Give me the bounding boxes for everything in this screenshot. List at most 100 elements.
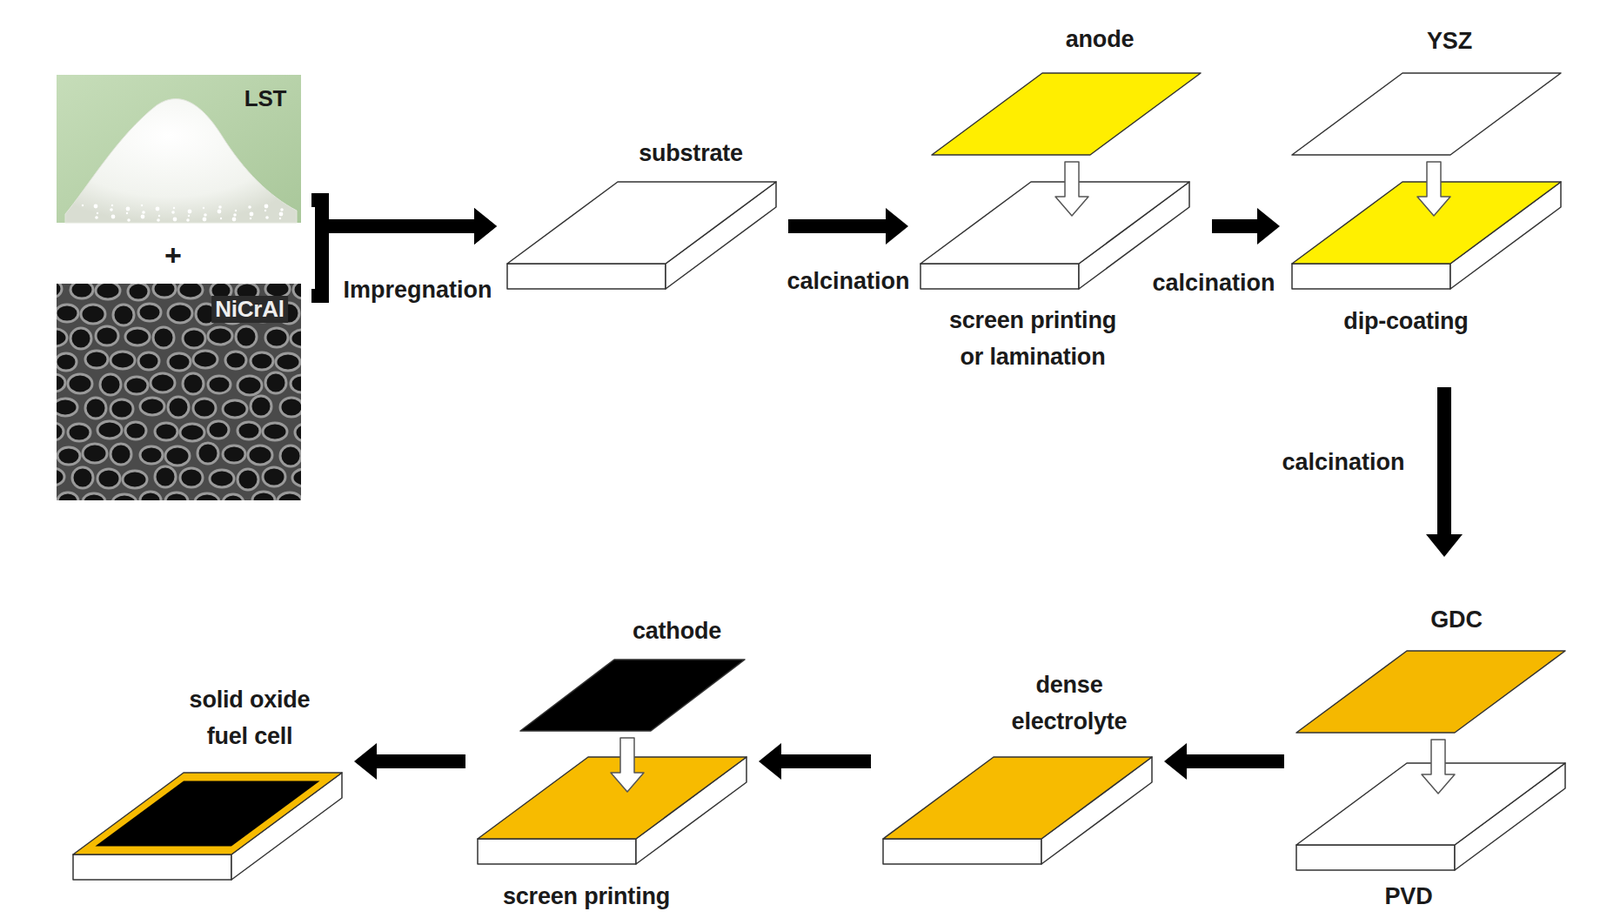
powder-grain xyxy=(202,217,208,222)
powder-grain xyxy=(220,217,222,220)
foam-cell xyxy=(207,421,229,439)
foam-cell xyxy=(222,400,248,418)
powder-grain xyxy=(279,217,282,220)
step-label: calcination xyxy=(786,267,910,295)
powder-grain xyxy=(141,210,146,215)
slab-front xyxy=(73,854,232,880)
powder-grain xyxy=(171,210,175,215)
arrow-head xyxy=(474,207,497,245)
foam-cell xyxy=(167,353,191,371)
deposit-arrow xyxy=(1417,161,1451,216)
foam-cell xyxy=(194,493,220,501)
foam-cell xyxy=(209,469,235,488)
powder-grain xyxy=(280,207,284,212)
arrow-shaft xyxy=(1437,387,1452,536)
powder-grain xyxy=(217,209,222,215)
arrow-shaft xyxy=(779,754,871,769)
foam-cell xyxy=(290,329,302,348)
powder-grain xyxy=(126,212,128,215)
powder-grain xyxy=(234,209,237,212)
foam-cell xyxy=(110,399,134,419)
process-arrow xyxy=(354,743,466,780)
powder-grain xyxy=(81,204,84,207)
foam-cell xyxy=(207,327,233,345)
foam-cell xyxy=(138,352,160,370)
foam-cell xyxy=(140,397,165,416)
method-label: dip-coating xyxy=(1343,307,1468,335)
foam-cell xyxy=(275,353,301,371)
deposit-arrow xyxy=(610,737,644,792)
foam-cell xyxy=(237,421,261,440)
slab-top xyxy=(920,181,1190,264)
foam-cell xyxy=(154,466,176,488)
layer-sheet xyxy=(520,659,745,731)
foam-cell xyxy=(292,468,302,487)
foam-cell xyxy=(277,492,302,501)
arrow-head xyxy=(474,207,497,245)
process-stage: GDCPVD xyxy=(1296,600,1575,914)
powder-grain xyxy=(109,207,114,212)
stage-heading: NiCrAl xyxy=(211,295,288,323)
foam-cell xyxy=(56,328,67,347)
powder-grain xyxy=(158,214,161,217)
foam-cell xyxy=(56,374,66,392)
foam-cell xyxy=(57,447,81,465)
foam-cell xyxy=(125,328,150,346)
deposit-arrow xyxy=(1421,739,1455,794)
slab-front xyxy=(1296,844,1455,871)
layer-sheet xyxy=(1292,73,1561,155)
stage-illustration xyxy=(1296,600,1575,914)
foam-cell xyxy=(97,468,121,489)
process-arrow xyxy=(788,207,909,245)
foam-cell xyxy=(56,304,79,322)
foam-cell xyxy=(167,396,189,418)
foam-cell xyxy=(56,468,65,486)
arrow-head xyxy=(1425,534,1463,557)
foam-cell xyxy=(95,326,119,346)
foam-cell xyxy=(237,375,262,395)
process-stage: YSZdip-coating xyxy=(1292,17,1571,344)
powder-grain xyxy=(249,212,255,217)
foam-cell xyxy=(294,423,302,442)
process-arrow xyxy=(1425,387,1463,557)
foam-cell xyxy=(85,397,107,419)
layer-sheet xyxy=(1296,650,1566,733)
foam-cell xyxy=(225,351,247,369)
arrow-head xyxy=(354,743,377,780)
stage-illustration xyxy=(883,661,1152,866)
slab-front xyxy=(507,263,666,289)
photo-ground xyxy=(56,283,302,501)
foam-cell xyxy=(110,351,135,369)
foam-cell xyxy=(180,423,205,442)
foam-cell xyxy=(165,492,188,501)
stage-illustration xyxy=(477,613,747,914)
foam-cell xyxy=(252,491,275,501)
powder-grain xyxy=(249,217,252,220)
foam-cell xyxy=(250,395,272,417)
powder-grain xyxy=(173,217,178,222)
foam-cell xyxy=(290,374,302,393)
foam-cell xyxy=(56,353,77,371)
foam-cell xyxy=(153,327,175,349)
powder-grain xyxy=(140,204,143,207)
powder-grain xyxy=(247,205,252,209)
foam-cell xyxy=(280,445,302,467)
arrow-head xyxy=(758,743,782,780)
foam-photo: NiCrAl xyxy=(56,283,302,501)
stage-heading: solid oxide fuel cell xyxy=(174,682,327,756)
powder-grain xyxy=(173,207,175,209)
powder-grain xyxy=(111,204,114,207)
method-label: PVD xyxy=(1385,882,1433,911)
foam-cell xyxy=(250,352,274,370)
foam-cell xyxy=(140,446,163,464)
foam-cell xyxy=(280,397,302,417)
slab-front xyxy=(477,838,636,864)
plus-sign: + xyxy=(164,237,182,274)
foam-cell xyxy=(95,283,121,300)
foam-cell xyxy=(222,494,244,501)
foam-cell xyxy=(293,283,302,299)
stage-heading: LST xyxy=(244,85,288,113)
powder-grain xyxy=(186,218,190,222)
foam-cell xyxy=(56,283,62,298)
